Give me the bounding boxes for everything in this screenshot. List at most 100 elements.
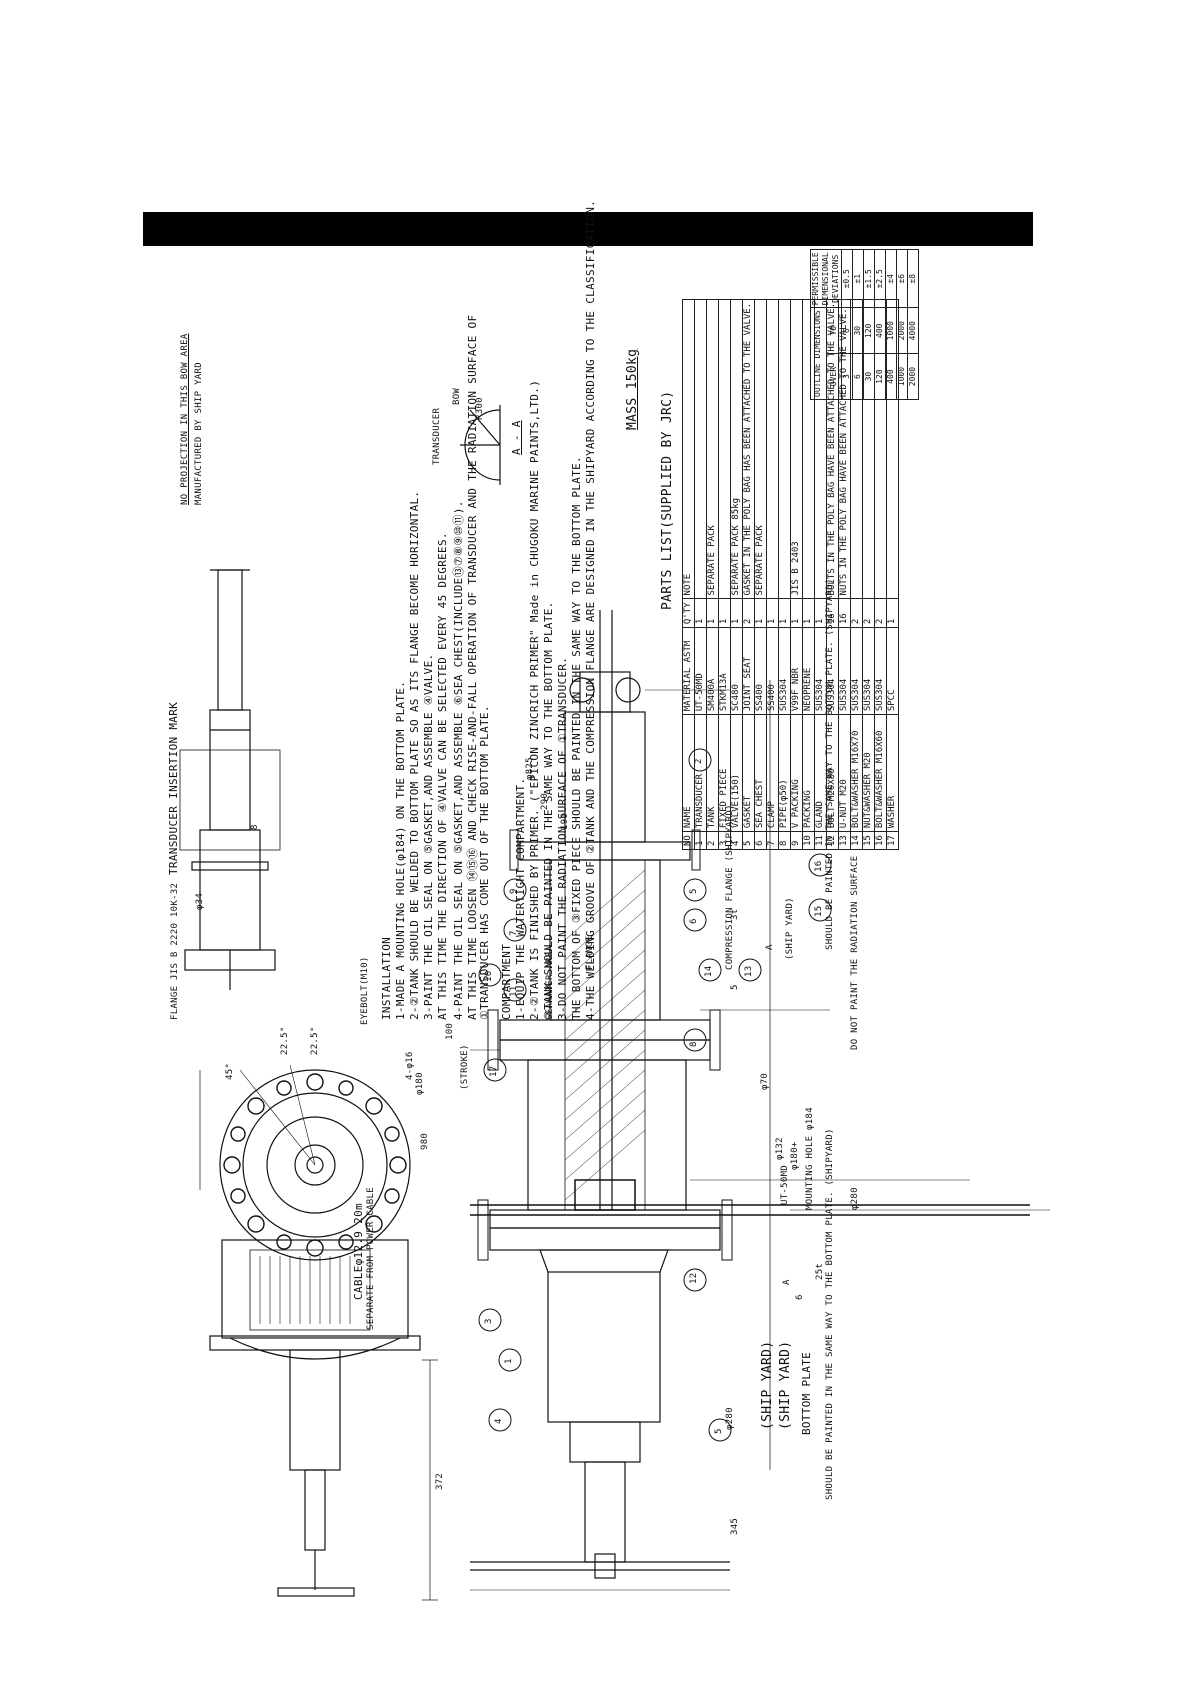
table-cell: SEPARATE PACK (706, 299, 719, 599)
table-cell: 1 (694, 831, 707, 850)
table-cell: JOINT SEAT (742, 627, 755, 715)
table-cell: SUS304 (778, 627, 791, 715)
table-cell: ±1 (852, 249, 864, 308)
compartment-line-6: 4-THE WELDING GROOVE OF ②TANK AND THE CO… (584, 199, 597, 1020)
table-cell: GASKET (742, 714, 755, 832)
dim-8: 8 (250, 824, 260, 830)
table-cell: 30 (863, 353, 875, 400)
drawing-lineart (179, 405, 1050, 1601)
drawing-sheet: FLANGE JIS B 2220 10K-32 TRANSDUCER INSE… (167, 200, 1070, 1610)
table-cell: 2 (862, 598, 875, 628)
label-a2: A (765, 944, 775, 950)
tolerance-table: OUTLINE DIMENSIONS PERMISSIBLE DIMENSION… (810, 249, 919, 400)
transducer-aa-label: TRANSDUCER (432, 407, 442, 465)
cable-sub-label: SEPARATE FROM POWER CABLE (366, 1187, 376, 1330)
dim-phi280a: φ280 (725, 1407, 735, 1430)
table-cell: V PACKING (790, 714, 803, 832)
installation-line-3: 3-PAINT THE OIL SEAL ON ⑤GASKET,AND ASSE… (422, 653, 435, 1020)
do-not-paint-label: DO NOT PAINT THE RADIATION SURFACE (850, 855, 860, 1050)
eyebolt-label: EYEBOLT(M10) (360, 956, 370, 1025)
table-cell: CLAMP (766, 714, 779, 832)
dim-25t: 25t (815, 1262, 825, 1280)
tolerance-to: TO (826, 307, 842, 354)
mass-label: MASS 150kg (625, 348, 640, 430)
installation-line-7: ①TRANSDUCER HAS COME OUT OF THE BOTTOM P… (478, 705, 491, 1020)
table-cell: SS400 (754, 627, 767, 715)
compartment-title: COMPARTMENT (500, 943, 513, 1020)
dim-45: 45° (225, 1062, 235, 1080)
table-cell: 3 (718, 831, 731, 850)
table-cell: 14 (850, 831, 863, 850)
table-cell: 1 (694, 598, 707, 628)
table-cell: SEPARATE PACK (754, 299, 767, 599)
table-cell: V99F NBR (790, 627, 803, 715)
table-cell: WASHER (886, 714, 899, 832)
table-cell (778, 299, 791, 599)
installation-line-4: AT THIS TIME THE DIRECTION OF ④VALVE CAN… (436, 532, 449, 1020)
table-cell: ±4 (885, 249, 897, 308)
table-cell: 9 (790, 831, 803, 850)
table-cell: SUS304 (862, 627, 875, 715)
balloon-1: 1 (504, 1358, 514, 1364)
table-cell: PACKING (802, 714, 815, 832)
section-aa-label: A - A (510, 420, 523, 455)
ship-yard-label-3: (SHIP YARD) (785, 897, 795, 960)
table-cell: ±6 (896, 249, 908, 308)
dim-22-5a: 22.5° (280, 1026, 290, 1055)
table-cell: SUS304 (814, 627, 827, 715)
table-cell: 4 (730, 831, 743, 850)
no-projection-label: NO PROJECTION IN THIS BOW AREA (180, 333, 190, 505)
top-view (199, 1064, 438, 1601)
table-cell: 16 (874, 831, 887, 850)
table-cell: 13 (838, 831, 851, 850)
table-cell: 120 (874, 353, 886, 400)
table-cell: ±2.5 (874, 249, 886, 308)
bottom-plate-label: BOTTOM PLATE (800, 1351, 813, 1435)
table-cell: 1000 (896, 353, 908, 400)
table-cell: ±0.5 (841, 249, 853, 308)
dim-22-5b: 22.5° (310, 1026, 320, 1055)
parts-header-row: NO NAME MATERIAL ASTM Q'TY NOTE (682, 299, 695, 850)
dim-5: 5 (730, 984, 740, 990)
part-balloons (478, 748, 832, 1442)
table-cell: 120 (863, 307, 875, 354)
table-cell: 1 (814, 598, 827, 628)
table-cell: 30 (852, 307, 864, 354)
table-cell: 1 (790, 598, 803, 628)
table-cell: NEOPRENE (802, 627, 815, 715)
table-cell: SUS304 (826, 627, 839, 715)
dim-345: 345 (730, 1517, 740, 1535)
tolerance-over: OVER (826, 353, 842, 400)
table-cell: SPCC (886, 627, 899, 715)
balloon-17: 17 (489, 1065, 499, 1077)
table-cell: SEPARATE PACK 85kg (730, 299, 743, 599)
col-no: NO (682, 831, 695, 850)
table-cell: JIS B 2403 (790, 299, 803, 599)
col-material: MATERIAL ASTM (682, 627, 695, 715)
table-cell: VALVE(150) (730, 714, 743, 832)
table-cell: SM400A (706, 627, 719, 715)
section-view (470, 610, 1050, 1591)
section-aa (460, 405, 501, 485)
mounting-hole-label: MOUNTING HOLE φ184 (805, 1107, 815, 1210)
dim-phi180: φ180+ (790, 1141, 800, 1170)
table-cell (718, 299, 731, 599)
table-cell: SUS304 (850, 627, 863, 715)
balloon-14: 14 (704, 965, 714, 977)
table-cell: 2 (850, 598, 863, 628)
table-cell: SUS304 (874, 627, 887, 715)
col-note: NOTE (682, 299, 695, 599)
